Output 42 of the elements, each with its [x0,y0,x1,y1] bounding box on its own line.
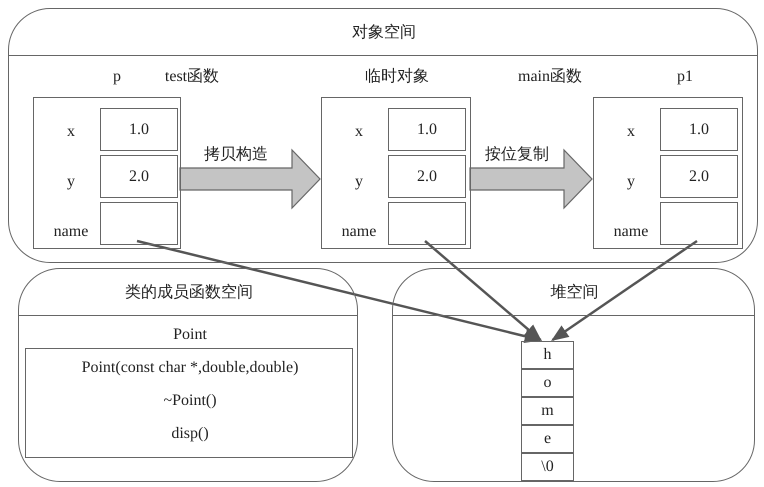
arrow [136,240,542,344]
field-box: 1.0 [660,108,738,151]
member-function: disp() [171,424,209,444]
scope-label: main函数 [518,67,582,87]
arrow [424,240,542,342]
char-cell: e [521,425,574,453]
char-cell: h [521,341,574,369]
region-title: 类的成员函数空间 [125,283,253,303]
field-box: 1.0 [388,108,466,151]
field-label: x [627,122,635,142]
block-arrow [179,148,321,210]
field-box [660,202,738,245]
field-box: 1.0 [100,108,178,151]
member-function: Point(const char *,double,double) [82,358,298,378]
field-label: y [355,172,363,192]
field-label: y [627,172,635,192]
char-cell: m [521,397,574,425]
field-label: x [355,122,363,142]
class-name: Point [173,325,207,345]
field-box: 2.0 [388,155,466,198]
memory-region [18,268,358,482]
member-function: ~Point() [163,391,217,411]
object-name: p1 [677,67,693,87]
field-box: 2.0 [660,155,738,198]
char-cell: \0 [521,453,574,481]
char-cell: o [521,369,574,397]
block-arrow [469,148,593,210]
field-label: y [67,172,75,192]
field-box [388,202,466,245]
field-box: 2.0 [100,155,178,198]
field-box [100,202,178,245]
scope-label: test函数 [164,67,220,87]
region-title: 堆空间 [550,283,598,303]
object-name: p [113,67,121,87]
field-label: name [54,222,88,242]
object-name: 临时对象 [365,67,429,87]
field-label: name [342,222,376,242]
region-title: 对象空间 [352,23,416,43]
arrow [551,240,698,342]
field-label: x [67,122,75,142]
memory-region [392,268,755,482]
field-label: name [614,222,648,242]
